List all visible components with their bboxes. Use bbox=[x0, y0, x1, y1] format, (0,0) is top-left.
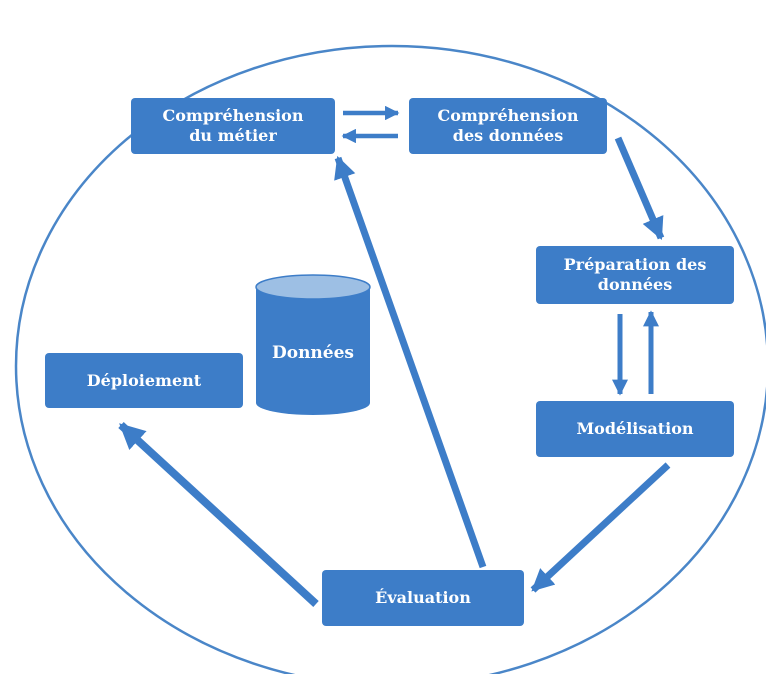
node-modeling: Modélisation bbox=[536, 401, 734, 457]
arrow-evaluation-to-deployment bbox=[118, 422, 319, 607]
node-data-understanding: Compréhension des données bbox=[409, 98, 607, 154]
outer-circle bbox=[14, 44, 766, 674]
arrow-modeling-to-evaluation bbox=[530, 462, 671, 593]
node-data-preparation: Préparation des données bbox=[536, 246, 734, 304]
database-icon bbox=[255, 274, 371, 415]
database-label: Données bbox=[271, 343, 354, 363]
node-evaluation: Évaluation bbox=[322, 570, 524, 626]
node-business-understanding: Compréhension du métier bbox=[131, 98, 335, 154]
arrow-evaluation-to-business bbox=[334, 155, 487, 569]
arrow-data-understanding-to-preparation bbox=[614, 136, 665, 241]
node-deployment: Déploiement bbox=[45, 353, 243, 408]
